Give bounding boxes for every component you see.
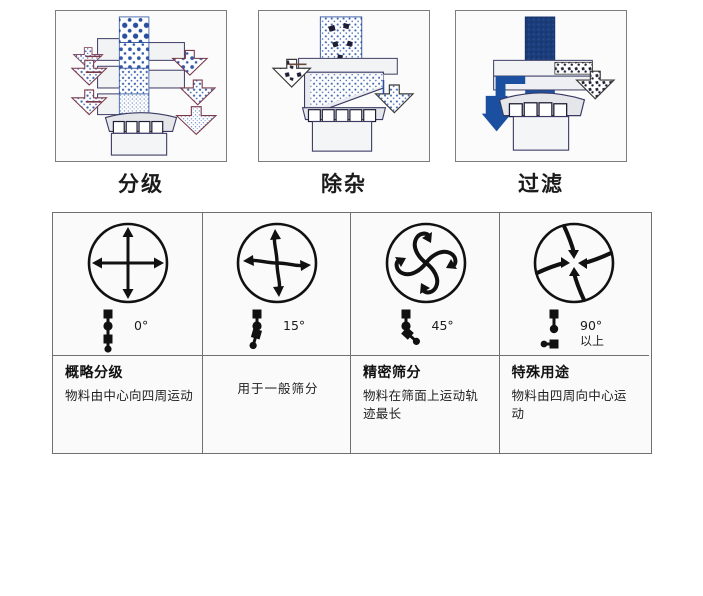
cell-title: 概略分级 — [65, 365, 123, 381]
angle-label-wrap: 15° — [283, 318, 305, 334]
curved-inward-arrows-icon — [533, 222, 615, 304]
motion-column-rough-classification: 0° 概略分级 物料由中心向四周运动 — [53, 213, 203, 453]
cell-title: 特殊用途 — [511, 365, 570, 381]
cell-description: 用于一般筛分 — [237, 381, 319, 396]
curved-outward-spiral-arrows-icon — [236, 222, 318, 304]
angle-value: 45° — [431, 318, 454, 333]
sieve-impurity-removal-icon — [271, 16, 415, 152]
motion-column-special-purpose: 90° 以上 特殊用途 物料由四周向中心运动 — [498, 213, 649, 453]
angle-label-wrap: 90° 以上 — [580, 318, 604, 349]
eccentric-weight-15deg-icon — [249, 309, 263, 350]
weight-angle-wrap: 45° — [370, 308, 482, 356]
eccentric-weight-0deg-icon — [103, 309, 113, 353]
cell-description: 物料由中心向四周运动 — [65, 387, 194, 403]
process-label-classification: 分级 — [118, 172, 164, 196]
angle-label-wrap: 0° — [134, 318, 148, 334]
motion-upper-cell: 90° 以上 — [499, 213, 649, 356]
sieve-liquid-filtration-icon — [481, 16, 616, 151]
orbit-diagram-wrap — [84, 219, 172, 311]
angle-value: 0° — [134, 318, 149, 333]
motion-column-precision-sieving: 45° 精密筛分 物料在筛面上运动轨迹最长 — [350, 213, 500, 453]
process-panel-filtration — [455, 10, 627, 162]
process-label-impurity-removal: 除杂 — [321, 172, 367, 196]
process-panel-classification — [55, 10, 227, 162]
angle-label-wrap: 45° — [432, 318, 454, 334]
cell-description: 物料在筛面上运动轨迹最长 — [363, 387, 479, 421]
process-diagram-section: 分级 除杂 过滤 — [0, 0, 703, 205]
motion-lower-cell: 用于一般筛分 — [203, 356, 352, 596]
angle-value: 15° — [283, 318, 306, 333]
motion-lower-cell: 概略分级 物料由中心向四周运动 — [53, 356, 203, 453]
process-label-filtration: 过滤 — [518, 172, 564, 196]
motion-column-general-sieving: 15° 用于一般筛分 — [201, 213, 352, 453]
motion-upper-cell: 0° — [53, 213, 203, 356]
multi-deck-sieve-classification-icon — [70, 16, 218, 156]
long-s-spiral-arrows-icon — [385, 222, 466, 304]
orbit-diagram-wrap — [382, 219, 470, 311]
straight-cross-arrows-icon — [87, 222, 169, 304]
eccentric-weight-90deg-icon — [540, 309, 559, 349]
angle-value: 90° — [580, 318, 603, 333]
motion-upper-cell: 15° — [202, 213, 352, 356]
angle-extra: 以上 — [580, 333, 605, 348]
weight-angle-wrap: 0° — [72, 308, 184, 356]
cell-description: 物料由四周向中心运动 — [511, 387, 627, 421]
motion-upper-cell: 45° — [351, 213, 500, 356]
motion-lower-cell: 精密筛分 物料在筛面上运动轨迹最长 — [351, 356, 500, 453]
weight-angle-wrap: 15° — [221, 308, 333, 356]
cell-title: 精密筛分 — [363, 365, 421, 381]
motion-trajectory-table: 0° 概略分级 物料由中心向四周运动 — [52, 212, 652, 454]
weight-angle-wrap: 90° 以上 — [518, 308, 630, 356]
process-panel-impurity-removal — [258, 10, 430, 162]
orbit-diagram-wrap — [233, 219, 321, 311]
motion-lower-cell: 特殊用途 物料由四周向中心运动 — [500, 356, 649, 453]
orbit-diagram-wrap — [530, 219, 618, 311]
eccentric-weight-45deg-icon — [400, 309, 420, 345]
